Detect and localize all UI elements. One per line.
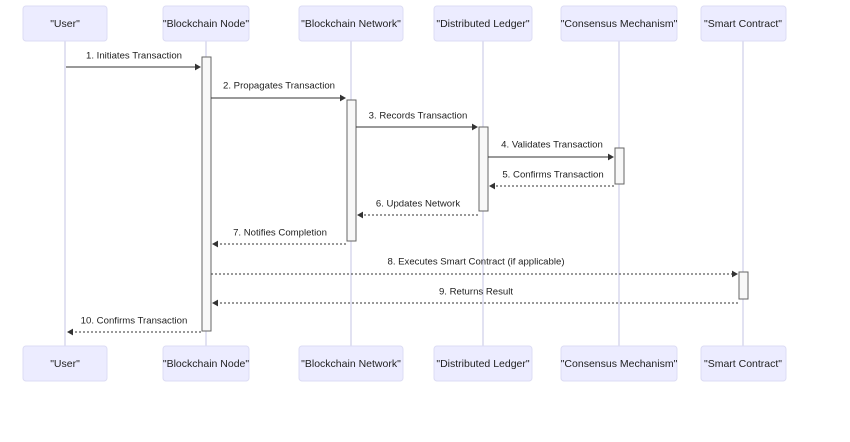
actor-box-rect (560, 345, 678, 382)
message-10[interactable]: 10. Confirms Transaction (67, 316, 201, 336)
message-label-1: 1. Initiates Transaction (86, 51, 182, 62)
actor-box-rect (433, 345, 533, 382)
actor-header-user[interactable]: "User" (22, 5, 108, 42)
activations-layer (201, 56, 749, 332)
actor-footer-user[interactable]: "User" (22, 345, 108, 382)
actor-label: "Blockchain Network" (301, 358, 401, 370)
message-label-2: 2. Propagates Transaction (223, 81, 335, 92)
message-label-6: 6. Updates Network (376, 199, 460, 210)
actor-label: "Consensus Mechanism" (561, 18, 678, 30)
actor-box-rect (560, 5, 678, 42)
message-7[interactable]: 7. Notifies Completion (212, 228, 346, 248)
message-label-7: 7. Notifies Completion (233, 228, 327, 239)
actor-footer-consensus[interactable]: "Consensus Mechanism" (560, 345, 678, 382)
activation-bar-network (346, 99, 357, 242)
actor-header-node[interactable]: "Blockchain Node" (162, 5, 250, 42)
actor-box-rect (162, 345, 250, 382)
actor-header-ledger[interactable]: "Distributed Ledger" (433, 5, 533, 42)
message-2[interactable]: 2. Propagates Transaction (211, 81, 346, 102)
activation-bar-node (201, 56, 212, 332)
message-arrowhead-4 (608, 153, 614, 161)
actor-box-rect (700, 345, 787, 382)
message-arrowhead-6 (357, 211, 363, 219)
actor-box-rect (700, 5, 787, 42)
actor-footer-contract[interactable]: "Smart Contract" (700, 345, 787, 382)
actor-box-rect (162, 5, 250, 42)
actor-label: "User" (50, 358, 80, 370)
message-label-9: 9. Returns Result (439, 287, 513, 298)
message-8[interactable]: 8. Executes Smart Contract (if applicabl… (211, 257, 738, 278)
message-arrowhead-9 (212, 299, 218, 307)
message-9[interactable]: 9. Returns Result (212, 287, 738, 307)
message-arrowhead-3 (472, 123, 478, 131)
actor-label: "Smart Contract" (704, 358, 782, 370)
actor-label: "Blockchain Node" (163, 18, 250, 30)
message-6[interactable]: 6. Updates Network (357, 199, 478, 219)
actor-footer-network[interactable]: "Blockchain Network" (298, 345, 404, 382)
message-label-5: 5. Confirms Transaction (502, 170, 603, 181)
message-arrowhead-10 (67, 328, 73, 336)
actor-footer-node[interactable]: "Blockchain Node" (162, 345, 250, 382)
message-label-10: 10. Confirms Transaction (81, 316, 188, 327)
actor-label: "Blockchain Node" (163, 358, 250, 370)
actor-label: "Consensus Mechanism" (561, 358, 678, 370)
message-5[interactable]: 5. Confirms Transaction (489, 170, 614, 190)
message-1[interactable]: 1. Initiates Transaction (66, 51, 201, 71)
message-arrowhead-2 (340, 94, 346, 102)
header-actors-layer: "User" "Blockchain Node" "Blockchain Netwo… (22, 5, 787, 42)
actor-box-rect (298, 5, 404, 42)
actor-label: "Distributed Ledger" (436, 18, 530, 30)
actor-box-rect (22, 345, 108, 382)
activation-bar-contract (738, 271, 749, 300)
actor-label: "Distributed Ledger" (436, 358, 530, 370)
message-4[interactable]: 4. Validates Transaction (488, 140, 614, 161)
message-3[interactable]: 3. Records Transaction (356, 111, 478, 131)
activation-bar-ledger (478, 126, 489, 212)
actor-header-contract[interactable]: "Smart Contract" (700, 5, 787, 42)
actor-header-network[interactable]: "Blockchain Network" (298, 5, 404, 42)
message-arrowhead-5 (489, 182, 495, 190)
actor-label: "User" (50, 18, 80, 30)
actor-box-rect (298, 345, 404, 382)
message-label-3: 3. Records Transaction (369, 111, 468, 122)
actor-header-consensus[interactable]: "Consensus Mechanism" (560, 5, 678, 42)
actor-box-rect (433, 5, 533, 42)
actor-label: "Blockchain Network" (301, 18, 401, 30)
message-label-8: 8. Executes Smart Contract (if applicabl… (387, 257, 564, 268)
actor-label: "Smart Contract" (704, 18, 782, 30)
lifelines-layer (64, 41, 744, 346)
activation-bar-consensus (614, 147, 625, 185)
messages-layer: 1. Initiates Transaction 2. Propagates Tr… (66, 51, 738, 336)
actor-box-rect (22, 5, 108, 42)
message-arrowhead-8 (732, 270, 738, 278)
message-arrowhead-7 (212, 240, 218, 248)
message-label-4: 4. Validates Transaction (501, 140, 603, 151)
footer-actors-layer: "User" "Blockchain Node" "Blockchain Netwo… (22, 345, 787, 382)
actor-footer-ledger[interactable]: "Distributed Ledger" (433, 345, 533, 382)
message-arrowhead-1 (195, 63, 201, 71)
